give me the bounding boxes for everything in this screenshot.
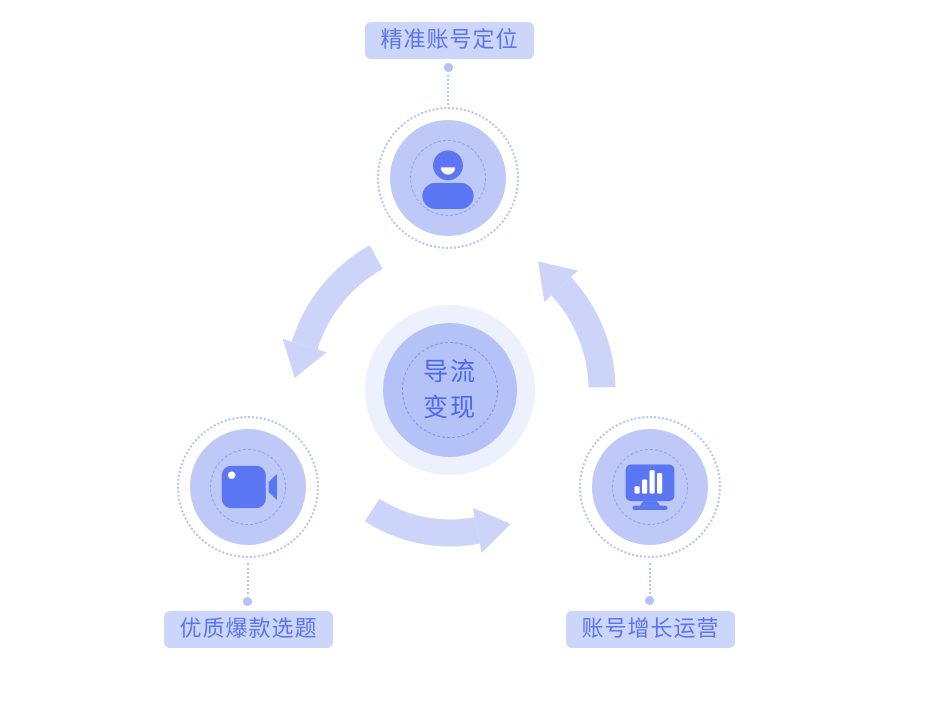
label-account-positioning: 精准账号定位 [365,22,534,59]
outer-dotted-ring [579,416,721,558]
label-topic-selection: 优质爆款选题 [164,611,333,648]
node-account-positioning [377,107,519,249]
center-label: 导流 变现 [365,305,535,475]
node-topic-selection [177,416,319,558]
monitor-bar-chart-icon [625,464,675,510]
outer-dotted-ring [177,416,319,558]
arrowhead-down-left-icon [282,338,327,379]
node-monetization-center: 导流 变现 [365,305,535,475]
center-dashed-ring [402,342,498,438]
arrow-band-left-to-right [364,498,480,547]
connector-dot-bottom-right [645,596,654,605]
connector-dot-bottom-left [243,597,252,606]
node-growth-operation [579,416,721,558]
label-growth-operation: 账号增长运营 [566,611,735,648]
arrowhead-up-left-icon [538,261,578,302]
inner-dashed-ring [612,449,688,525]
arrow-band-top-to-left [291,245,384,350]
arrowhead-right-icon [472,507,511,553]
user-icon [422,150,474,209]
center-label-line1: 导流 [422,357,477,386]
connector-line-bottom-right [649,563,651,594]
arrow-band-right-to-top [551,277,616,388]
inner-dashed-ring [210,449,286,525]
connector-dot-top [444,63,453,72]
inner-dashed-ring [410,140,486,216]
outer-dotted-ring [377,107,519,249]
video-camera-icon [221,465,278,509]
center-label-line2: 变现 [422,393,477,422]
connector-line-top [447,75,449,105]
connector-line-bottom-left [247,563,249,594]
